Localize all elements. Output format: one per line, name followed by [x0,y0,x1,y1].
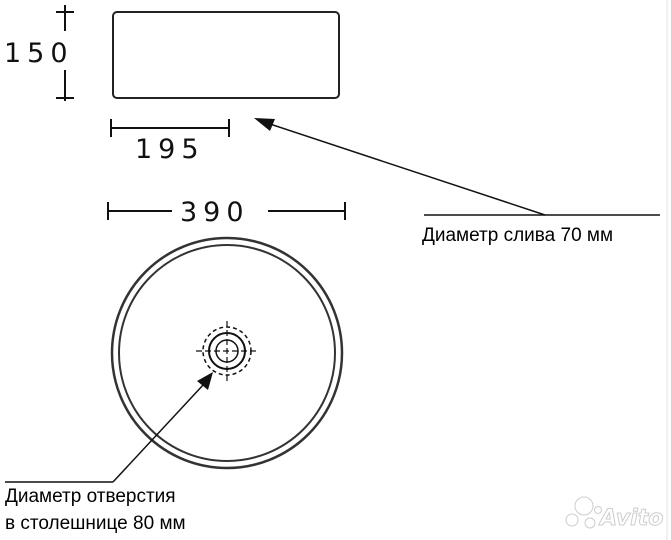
top-view [110,236,344,470]
hole-callout-text-line1: Диаметр отверстия [5,486,176,507]
height-label: 150 [4,38,74,69]
hole-callout-arrowhead [197,372,213,390]
avito-watermark-text: Avito [598,506,663,531]
drain-width-label: 195 [135,134,205,165]
side-view [112,11,340,99]
height-dimension [56,5,74,101]
diameter-dimension [107,202,346,220]
avito-watermark: Avito [565,496,664,532]
diameter-label: 390 [180,197,250,228]
avito-logo-icon [565,496,602,529]
drain-callout-text: Диаметр слива 70 мм [422,225,613,246]
hole-callout-text-line2: в столешнице 80 мм [5,513,186,534]
drain-width-dimension [110,119,230,137]
sink-side-profile [112,11,340,99]
drain-callout-arrowhead [254,118,275,131]
drain-callout [254,118,660,216]
hole-callout-leader [112,383,205,483]
drain [196,321,258,381]
drain-callout-leader [269,123,546,216]
sink-inner-rim [118,244,336,462]
hole-callout [5,372,213,483]
sink-outer-rim [110,236,344,470]
